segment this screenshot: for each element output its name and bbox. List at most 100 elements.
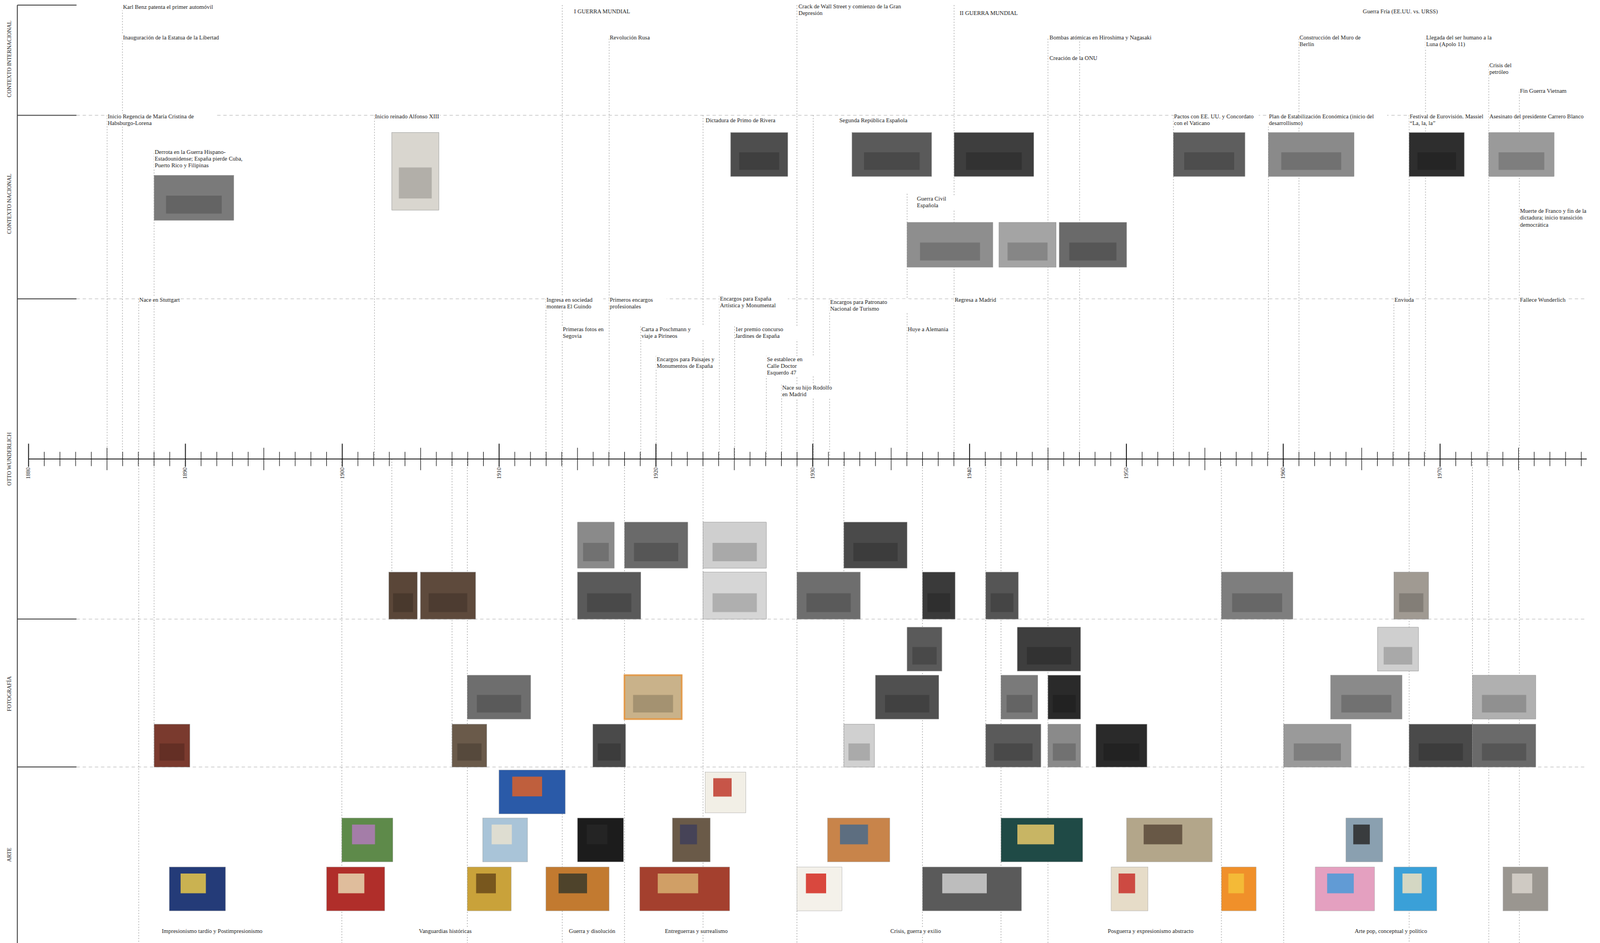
international-event: Llegada del ser humano a la Luna (Apolo … [1425,34,1500,48]
photo-thumbnail [1488,132,1554,177]
artworks [169,770,1549,912]
artwork-accent [713,778,732,797]
biography-event: Carta a Poschmann y viaje a Pirineos [641,326,704,340]
event-leader-line [138,299,139,943]
year-label: 1890 [181,466,189,480]
photo-thumbnail [1409,132,1465,177]
band-tick [17,618,77,620]
photo-frame [730,132,788,177]
artwork-canvas [499,770,566,815]
year-tick [1079,451,1080,467]
artwork-accent [1327,873,1354,894]
band-frame [17,5,1587,943]
photo-thumbnail [153,724,190,768]
photo-shade [1007,242,1048,261]
year-tick [1471,451,1472,467]
photo-frame [1221,572,1293,620]
artwork-accent [491,825,512,846]
photo-frame [1283,724,1351,768]
year-tick [326,451,327,467]
year-tick [859,451,861,467]
year-tick [1533,451,1535,467]
photo-frame [922,572,956,620]
photo-thumbnail [999,222,1057,268]
international-event: II GUERRA MUNDIAL [958,10,1018,17]
year-tick [467,451,469,467]
artwork-thumbnail [341,818,394,863]
photo-thumbnail [875,675,939,720]
event-leader-line [1283,459,1285,943]
year-tick [1141,451,1143,467]
photo-shade [1184,152,1235,171]
international-event: Karl Benz patenta el primer automóvil [122,3,214,11]
biography-event: Nace en Stuttgart [138,296,181,304]
event-leader-line [796,5,798,943]
national-event: Pactos con EE. UU. y Concordato con el V… [1173,113,1259,127]
photo-frame [796,572,861,620]
photo-frame [703,572,767,620]
year-tick [357,451,359,467]
photo-thumbnail [1409,724,1473,768]
international-event: Crack de Wall Street y comienzo de la Gr… [797,3,906,17]
artwork-thumbnail [1503,867,1549,912]
photo-shade [476,695,522,714]
photo-thumbnail [1059,222,1127,268]
photo-shade [1026,647,1072,665]
timeline-axis [28,458,1587,460]
artwork-canvas [639,867,730,912]
photo-shade [166,195,222,214]
photo-thumbnail [1221,572,1293,620]
year-tick [1204,448,1206,471]
photo-thumbnail [852,132,932,177]
year-tick [937,451,939,467]
photo-shade [848,743,871,762]
photo-shade [712,543,758,562]
year-tick [216,451,217,467]
artwork-thumbnail [827,818,891,863]
artwork-accent [1512,873,1533,894]
event-leader-line [734,326,735,460]
national-event: Inicio Regencia de María Cristina de Hab… [107,113,216,127]
photo-shade [885,695,930,714]
photo-frame [953,132,1034,177]
photo-shade [994,743,1033,762]
artwork-accent [657,873,699,894]
photo-frame [985,724,1041,768]
period-label: Vanguardias históricas [418,928,473,936]
artwork-canvas [482,818,528,863]
year-tick [1408,451,1409,467]
artwork-accent [558,873,588,894]
national-event: Asesinato del presidente Carrero Blanco [1488,113,1585,121]
year-tick [530,451,531,467]
photo-frame [624,675,682,720]
photo-thumbnail [843,522,908,569]
year-tick [828,451,829,467]
photo-thumbnail [624,522,688,569]
year-tick [890,448,892,471]
artwork-canvas [1111,867,1149,912]
year-tick [483,451,484,467]
event-leader-line [1393,299,1395,460]
year-tick [906,451,908,467]
artwork-canvas [1126,818,1212,863]
photo-shade [912,647,937,665]
biography-event: Encargos para Patronato Nacional de Turi… [829,299,909,313]
year-tick [1565,451,1567,467]
photo-frame [592,724,626,768]
period-label: Entreguerras y surrealismo [664,928,729,936]
national-event: Plan de Estabilización Económica (inicio… [1268,113,1388,127]
photo-shade [1052,743,1076,762]
event-leader-line [374,115,375,460]
photo-thumbnail [907,222,993,268]
biography-event: Encargos para Paisajes y Monumentos de E… [656,356,719,370]
photo-shade [428,593,467,613]
event-leader-line [1425,38,1426,460]
photo-shade [1069,242,1117,261]
year-tick [232,451,233,467]
year-tick [749,451,751,467]
photo-frame [985,572,1019,620]
international-event: Construcción del Muro de Berlín [1299,34,1368,48]
artwork-accent [180,873,206,894]
photo-frame [1268,132,1354,177]
